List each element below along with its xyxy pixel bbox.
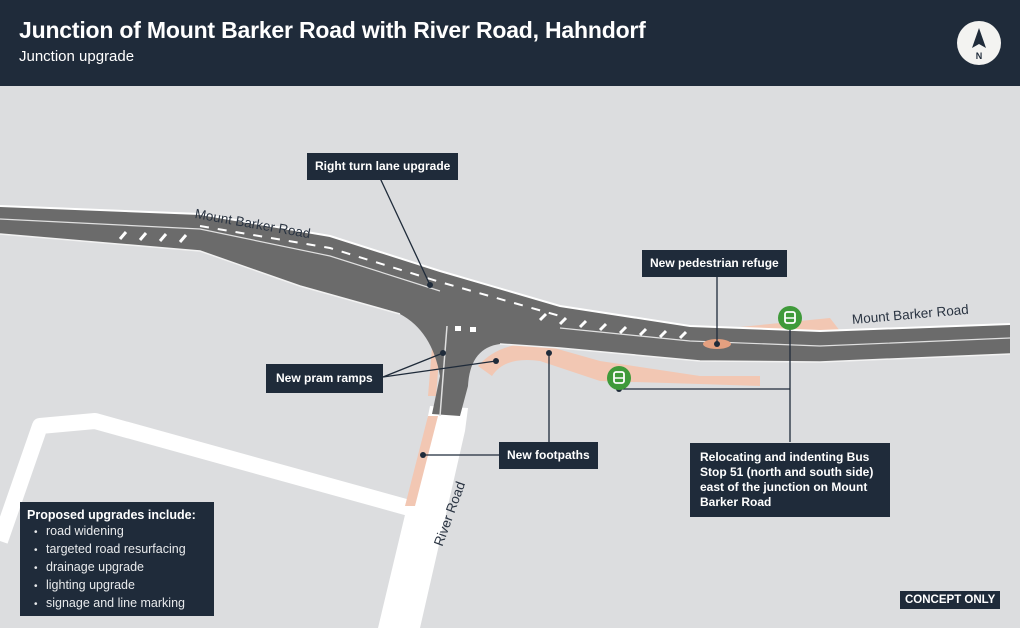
- mount-barker-road: [0, 206, 1010, 416]
- callout-pram-ramps: New pram ramps: [266, 364, 383, 393]
- legend-title: Proposed upgrades include:: [27, 508, 196, 522]
- legend-item: •signage and line marking: [34, 596, 185, 610]
- legend-item: •road widening: [34, 524, 124, 538]
- footpath-river-road: [405, 416, 438, 506]
- concept-only-badge: CONCEPT ONLY: [900, 591, 1001, 609]
- side-street-west: [0, 413, 423, 544]
- legend-list: •road widening •targeted road resurfacin…: [27, 523, 214, 613]
- callout-right-turn-lane: Right turn lane upgrade: [307, 153, 459, 180]
- legend-item: •lighting upgrade: [34, 578, 135, 592]
- river-road-existing: [378, 406, 468, 628]
- north-arrow-icon: N: [957, 21, 1001, 65]
- legend-item: •drainage upgrade: [34, 560, 144, 574]
- bus-stop-icon: [778, 306, 802, 330]
- legend-item: •targeted road resurfacing: [34, 542, 186, 556]
- legend-box: Proposed upgrades include: •road widenin…: [20, 502, 214, 616]
- callout-bus-stop: Relocating and indenting Bus Stop 51 (no…: [690, 443, 890, 517]
- callout-footpaths: New footpaths: [499, 442, 598, 469]
- page-title: Junction of Mount Barker Road with River…: [19, 17, 646, 43]
- compass-label: N: [976, 51, 983, 61]
- bus-stop-icon: [607, 366, 631, 390]
- callout-pedestrian-refuge: New pedestrian refuge: [642, 250, 787, 277]
- header: Junction of Mount Barker Road with River…: [0, 0, 1020, 86]
- map-area: Mount Barker Road Mount Barker Road Rive…: [0, 86, 1020, 628]
- page-subtitle: Junction upgrade: [19, 48, 135, 65]
